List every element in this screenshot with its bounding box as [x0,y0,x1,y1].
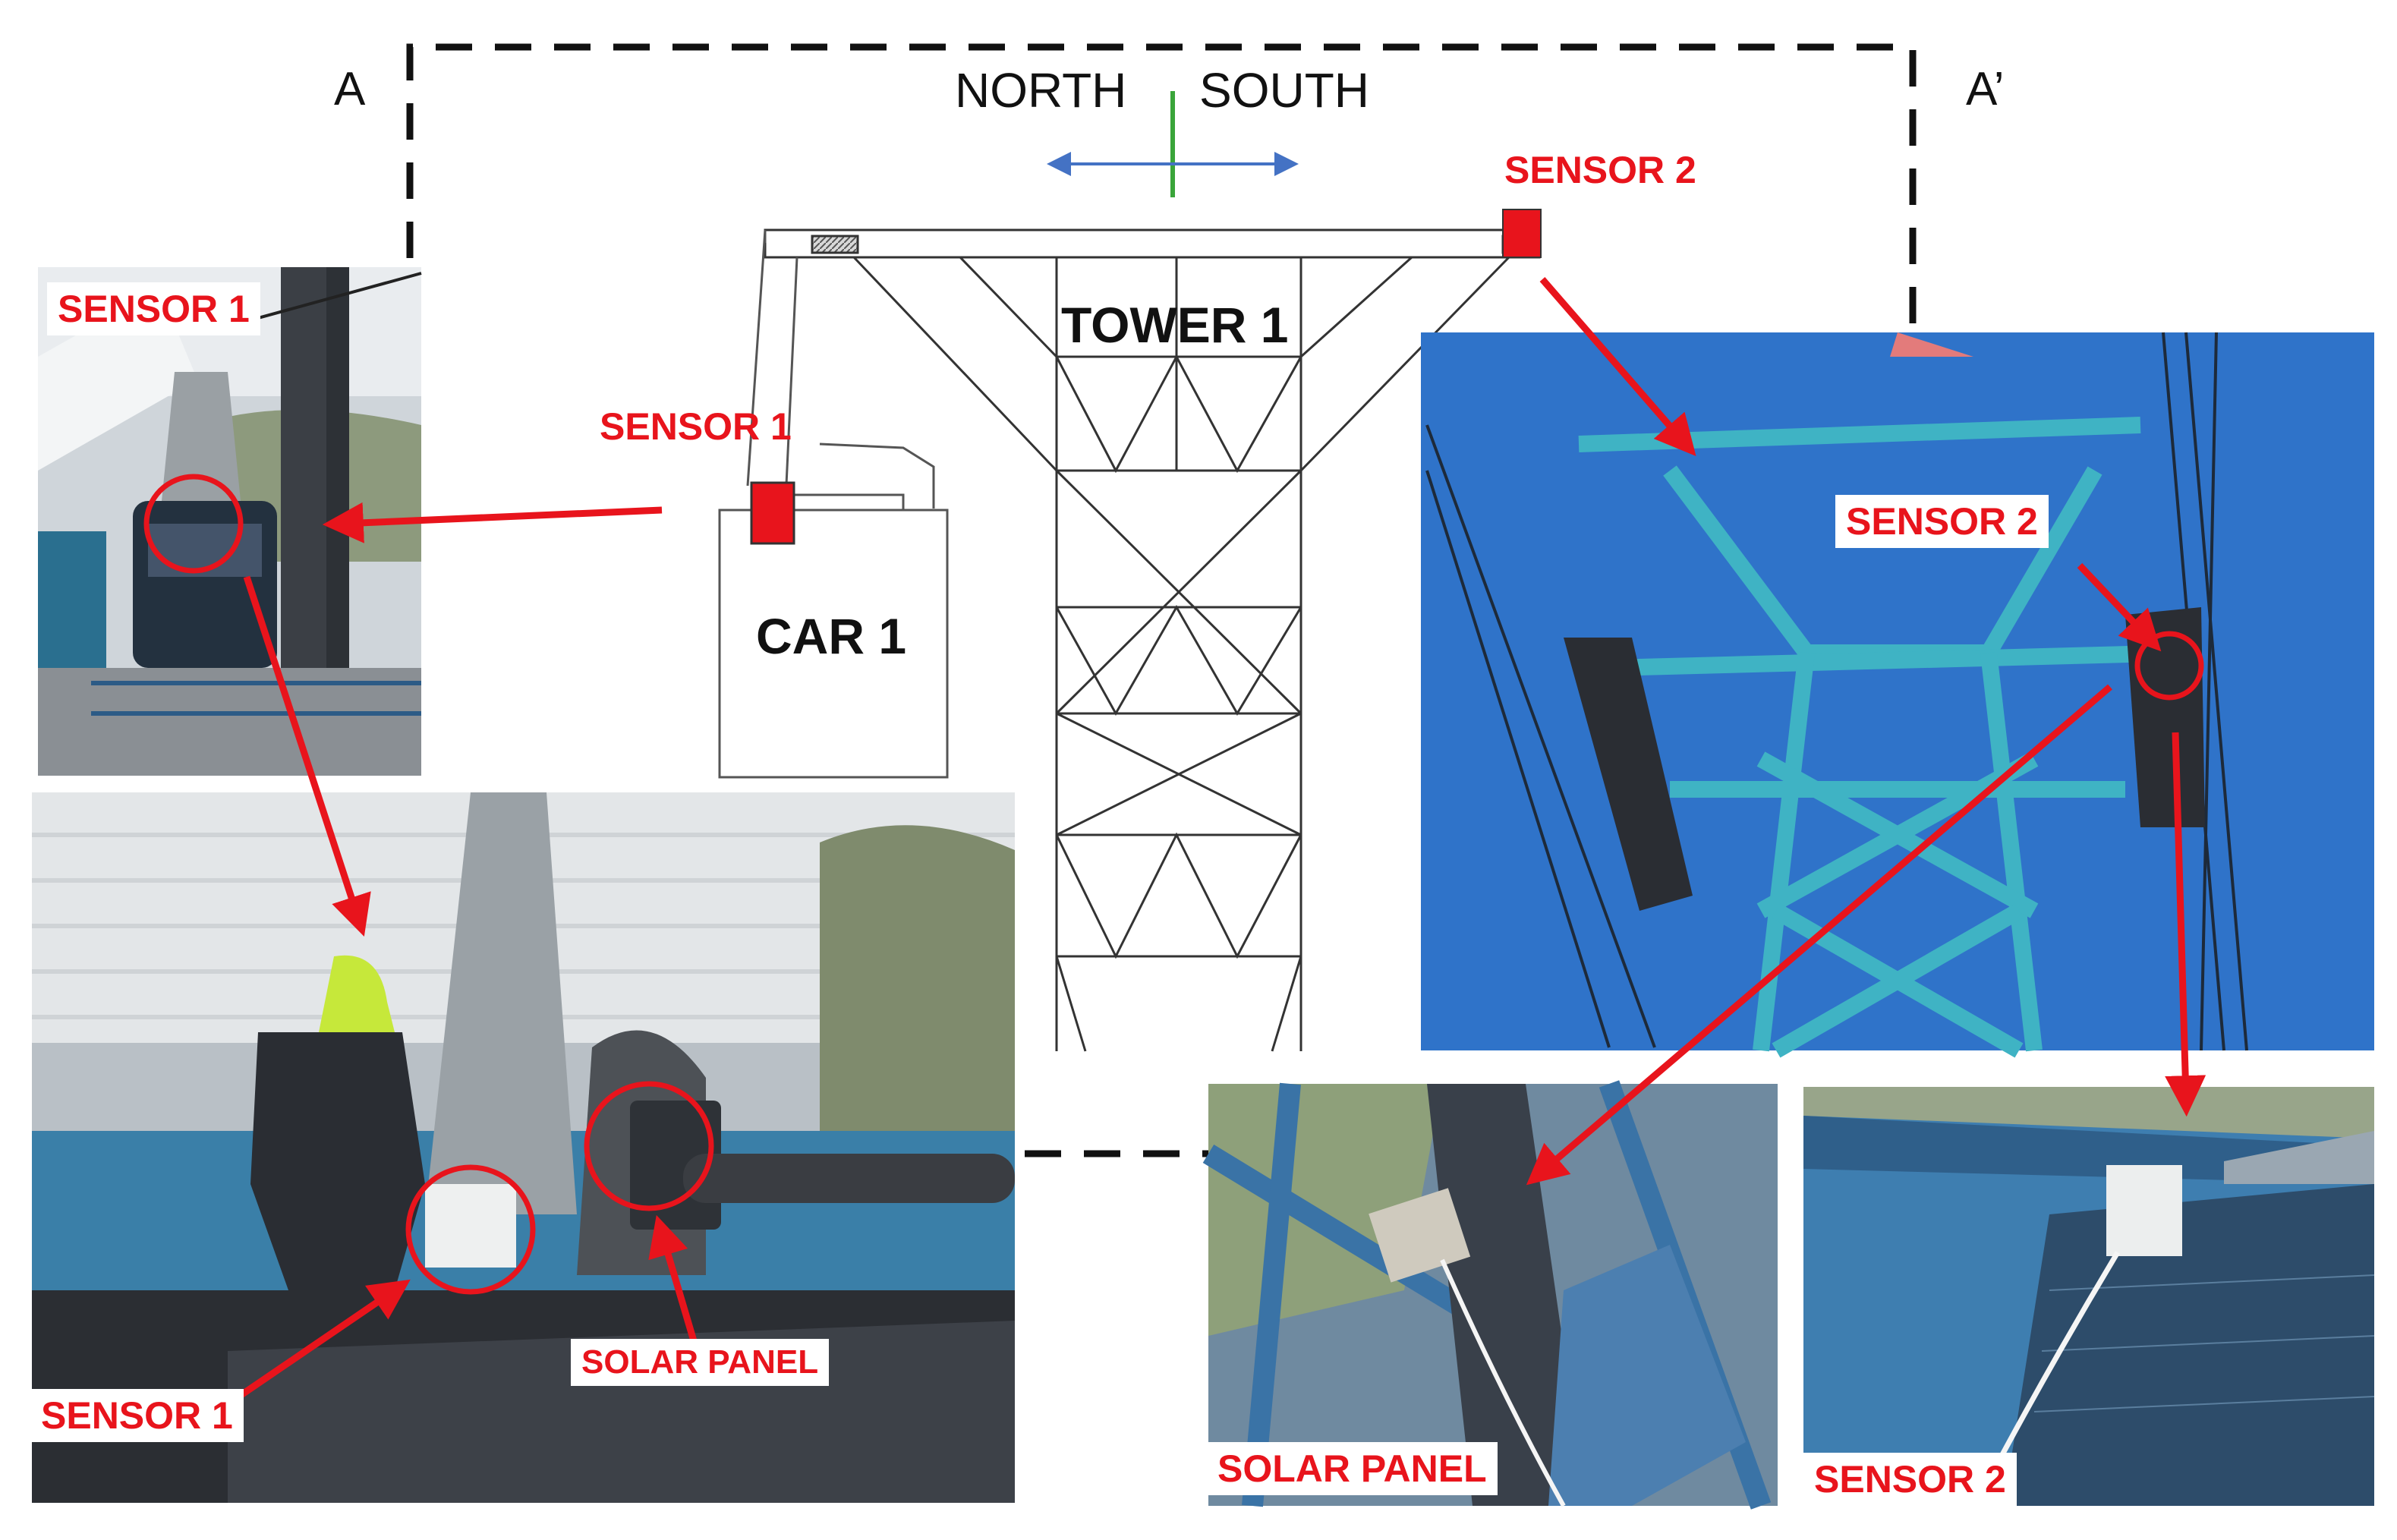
section-label-start: A [334,63,366,115]
photo-solar-closeup [1202,1080,1778,1510]
photo-solar-closeup-label: SOLAR PANEL [1207,1442,1498,1495]
photo-car-roof [32,792,1015,1503]
car-sensor-label: SENSOR 1 [600,405,792,448]
tower-sensor-marker [1502,209,1542,258]
north-label: NORTH [955,63,1127,118]
tower-label: TOWER 1 [1061,297,1289,353]
photo-sensor2-closeup-label: SENSOR 2 [1803,1453,2017,1506]
section-label-end: A’ [1966,63,2005,115]
photo-car-roof-sensor-label: SENSOR 1 [30,1389,244,1442]
south-label: SOUTH [1199,63,1369,118]
photo-sensor2-closeup [1803,1087,2375,1506]
direction-indicator [1047,91,1299,197]
photo-tower-top [1421,332,2374,1058]
car-sensor-marker [750,481,795,545]
photo-car-station-label: SENSOR 1 [47,282,260,335]
car-schematic [718,229,949,779]
photo-tower-top-label: SENSOR 2 [1835,495,2049,548]
photo-car-roof-solar-label: SOLAR PANEL [571,1339,830,1386]
red-arrows [225,277,2206,1407]
tower-sensor-label: SENSOR 2 [1504,149,1696,191]
car-label: CAR 1 [756,608,907,664]
